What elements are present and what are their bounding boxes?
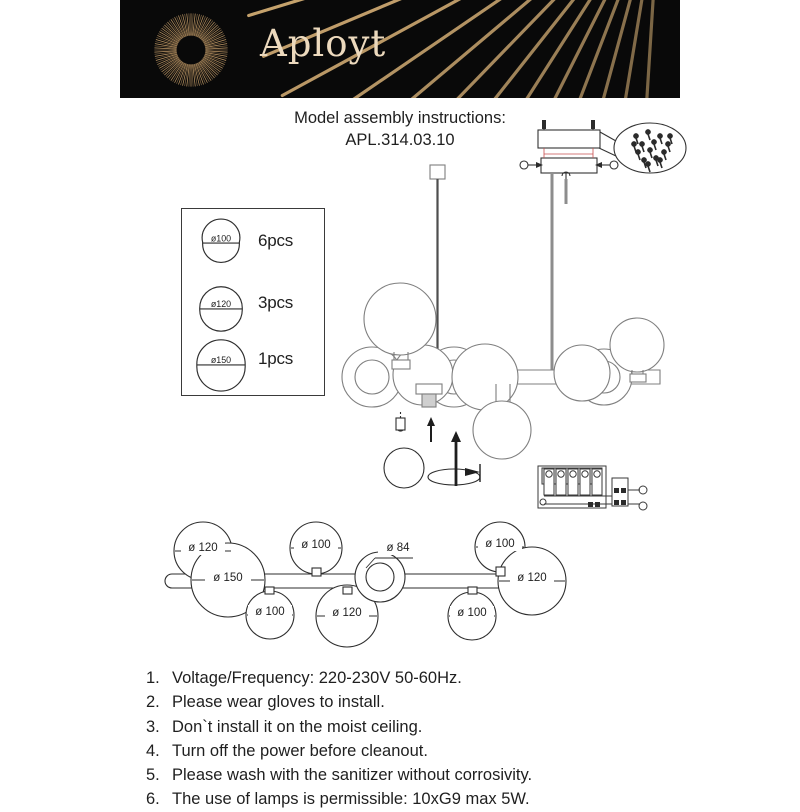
parts-dim-0: ø100 bbox=[211, 233, 231, 243]
dim-label-8: ø 120 bbox=[517, 572, 546, 584]
chandelier-perspective-view bbox=[341, 164, 665, 460]
note-number: 5. bbox=[146, 766, 160, 784]
dim-label-1: ø 150 bbox=[213, 572, 242, 584]
globe-150-icon: ø150 bbox=[196, 339, 246, 392]
ceiling-mount-detail bbox=[519, 120, 687, 204]
instruction-notes: 1. Voltage/Frequency: 220-230V 50-60Hz. … bbox=[146, 666, 706, 812]
title-line-2: APL.314.03.10 bbox=[345, 130, 455, 149]
page-title: Model assembly instructions: APL.314.03.… bbox=[0, 108, 800, 152]
note-text: Voltage/Frequency: 220-230V 50-60Hz. bbox=[172, 669, 462, 687]
note-number: 1. bbox=[146, 669, 160, 687]
note-item: 4. Turn off the power before cleanout. bbox=[146, 739, 706, 763]
bulb-install-detail bbox=[383, 412, 481, 489]
dim-label-5: ø 84 bbox=[386, 542, 410, 554]
parts-qty-0: 6pcs bbox=[258, 231, 294, 250]
parts-dim-1: ø120 bbox=[211, 299, 231, 309]
parts-dim-2: ø150 bbox=[211, 355, 231, 365]
brand-wordmark: Aployt bbox=[260, 22, 387, 65]
sunburst-logo-icon bbox=[154, 13, 228, 87]
dim-label-6: ø 100 bbox=[457, 607, 486, 619]
note-item: 3. Don`t install it on the moist ceiling… bbox=[146, 715, 706, 739]
note-item: 1. Voltage/Frequency: 220-230V 50-60Hz. bbox=[146, 666, 706, 690]
parts-row-0: ø100 6pcs bbox=[182, 215, 324, 277]
globe-120-icon: ø120 bbox=[199, 286, 243, 332]
note-item: 6. The use of lamps is permissible: 10xG… bbox=[146, 787, 706, 811]
header-banner: Aployt bbox=[120, 0, 680, 98]
note-text: The use of lamps is permissible: 10xG9 m… bbox=[172, 790, 530, 809]
note-number: 3. bbox=[146, 717, 160, 736]
note-text: Please wear gloves to install. bbox=[172, 693, 385, 712]
note-text: Turn off the power before cleanout. bbox=[172, 741, 428, 760]
dim-label-4: ø 120 bbox=[332, 607, 361, 619]
dim-label-0: ø 120 bbox=[188, 542, 217, 554]
parts-row-1: ø120 3pcs bbox=[182, 277, 324, 339]
note-number: 2. bbox=[146, 693, 160, 712]
dim-label-3: ø 100 bbox=[301, 539, 330, 551]
globe-100-icon: ø100 bbox=[201, 218, 241, 263]
note-number: 4. bbox=[146, 741, 160, 760]
terminal-block-detail bbox=[537, 465, 648, 511]
chandelier-dimension-view: ø 120 ø 150 ø 100 ø 100 ø 120 ø 84 ø 100… bbox=[164, 521, 567, 648]
glass-globe-icon bbox=[383, 447, 425, 489]
note-number: 6. bbox=[146, 790, 160, 809]
note-text: Please wash with the sanitizer without c… bbox=[172, 766, 533, 784]
note-item: 5. Please wash with the sanitizer withou… bbox=[146, 763, 706, 787]
note-item: 2. Please wear gloves to install. bbox=[146, 690, 706, 714]
parts-qty-1: 3pcs bbox=[258, 293, 294, 312]
gold-rays-icon bbox=[247, 0, 655, 98]
parts-qty-2: 1pcs bbox=[258, 349, 294, 368]
note-text: Don`t install it on the moist ceiling. bbox=[172, 717, 423, 736]
g9-bulb-icon bbox=[395, 417, 406, 431]
parts-row-2: ø150 1pcs bbox=[182, 333, 324, 395]
dim-label-2: ø 100 bbox=[255, 606, 284, 618]
dim-label-7: ø 100 bbox=[485, 538, 514, 550]
parts-list-box: ø100 6pcs ø120 3pcs ø150 1pcs bbox=[181, 208, 325, 396]
title-line-1: Model assembly instructions: bbox=[294, 109, 506, 127]
